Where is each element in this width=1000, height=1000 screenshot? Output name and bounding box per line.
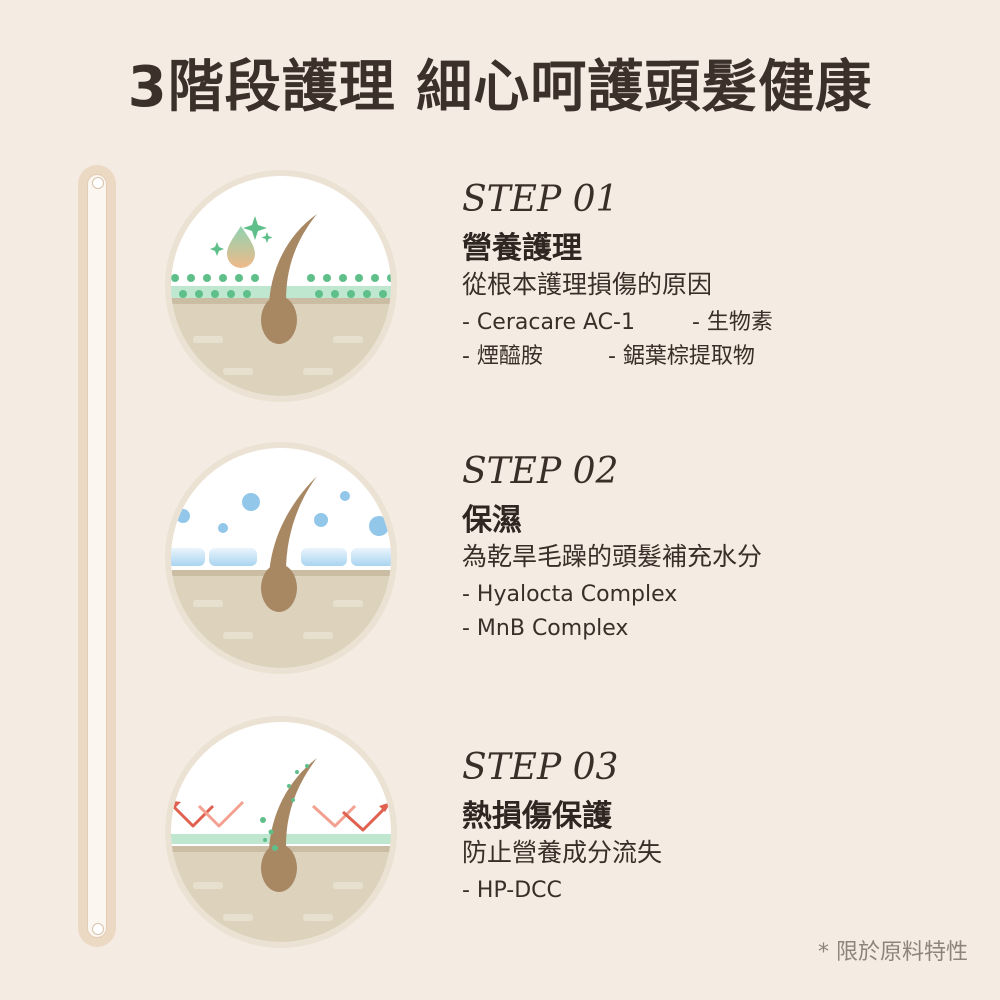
progress-rail: [78, 165, 116, 947]
step-1-illustration: [163, 168, 399, 404]
ingredient-item: - Ceracare AC-1: [462, 310, 635, 335]
ingredient-row: - 煙醯胺 - 鋸葉棕提取物: [462, 340, 982, 374]
step-2-illustration: [163, 440, 399, 676]
hair-follicle-moisture-icon: [165, 442, 397, 674]
rail-top-dot: [92, 177, 104, 189]
step-3-illustration: [163, 714, 399, 950]
rail-inner: [87, 174, 107, 938]
step-2-name: 保濕: [462, 503, 522, 538]
page-title: 3階段護理 細心呵護頭髮健康: [127, 55, 873, 120]
ingredient-item: - 煙醯胺: [462, 344, 543, 369]
footnote: * 限於原料特性: [818, 940, 968, 965]
rail-bottom-dot: [92, 923, 104, 935]
step-2-ingredients: - Hyalocta Complex - MnB Complex: [462, 578, 982, 646]
ingredient-row: - HP-DCC: [462, 874, 982, 908]
step-1-text: STEP 01 營養護理 從根本護理損傷的原因 - Ceracare AC-1-…: [462, 178, 982, 374]
ingredient-row: - Hyalocta Complex: [462, 578, 982, 612]
ingredient-item: - HP-DCC: [462, 878, 562, 903]
step-3-name: 熱損傷保護: [462, 799, 612, 834]
step-3-text: STEP 03 熱損傷保護 防止營養成分流失 - HP-DCC: [462, 746, 982, 908]
step-2-text: STEP 02 保濕 為乾旱毛躁的頭髮補充水分 - Hyalocta Compl…: [462, 450, 982, 646]
step-3-ingredients: - HP-DCC: [462, 874, 982, 908]
ingredient-item: - 生物素: [692, 310, 773, 335]
hair-follicle-heat-protect-icon: [165, 716, 397, 948]
ingredient-row: - Ceracare AC-1 - 生物素: [462, 306, 982, 340]
step-2-description: 為乾旱毛躁的頭髮補充水分: [462, 542, 763, 571]
step-1-name: 營養護理: [462, 231, 582, 266]
ingredient-item: - 鋸葉棕提取物: [608, 344, 755, 369]
step-3-description: 防止營養成分流失: [462, 838, 663, 867]
ingredient-item: - Hyalocta Complex: [462, 582, 678, 607]
step-1-description: 從根本護理損傷的原因: [462, 270, 713, 299]
hair-follicle-nourish-icon: [165, 170, 397, 402]
ingredient-item: - MnB Complex: [462, 616, 629, 641]
step-3-label: STEP 03: [462, 747, 619, 788]
step-1-ingredients: - Ceracare AC-1 - 生物素 - 煙醯胺 - 鋸葉棕提取物: [462, 306, 982, 374]
step-1-label: STEP 01: [462, 179, 619, 220]
step-2-label: STEP 02: [462, 451, 619, 492]
ingredient-row: - MnB Complex: [462, 612, 982, 646]
